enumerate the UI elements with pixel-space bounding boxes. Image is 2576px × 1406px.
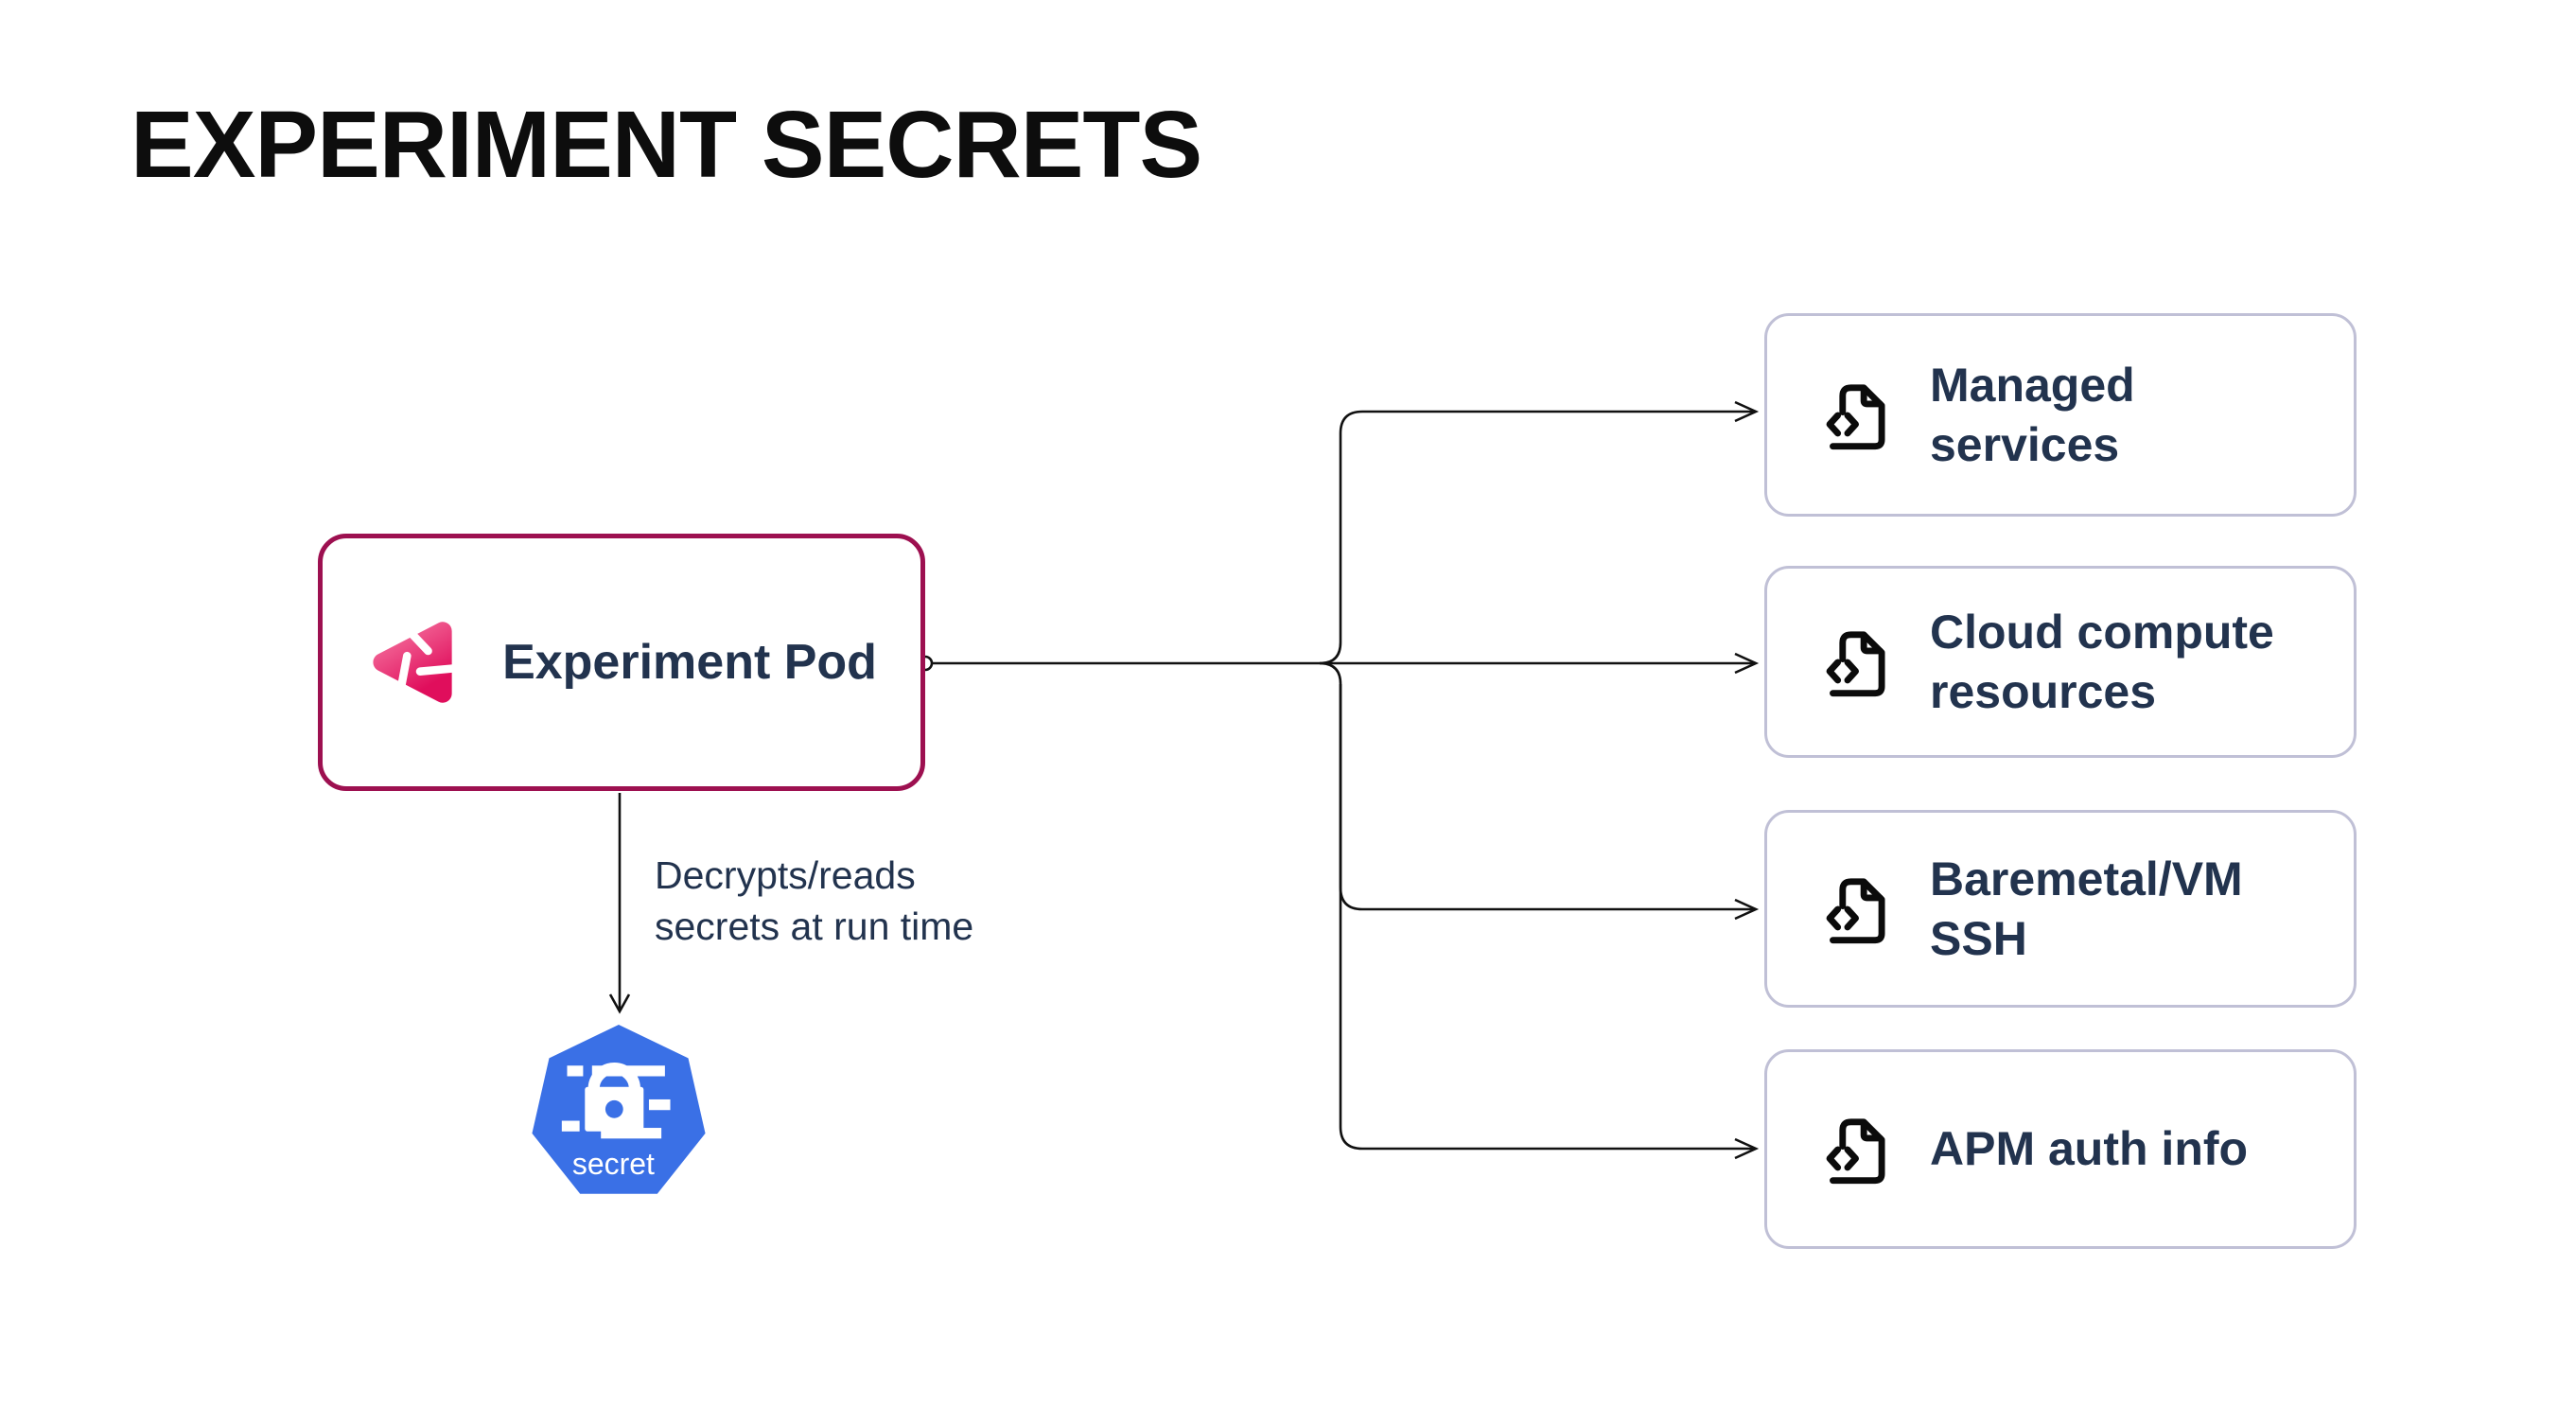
experiment-pod-node: Experiment Pod: [318, 534, 925, 791]
target-box-baremetal-vm-ssh: Baremetal/VM SSH: [1764, 810, 2357, 1008]
target-label: Managed services: [1930, 358, 2135, 471]
target-label: Baremetal/VM SSH: [1930, 852, 2243, 965]
target-box-apm-auth-info: APM auth info: [1764, 1049, 2357, 1249]
experiment-pod-label: Experiment Pod: [502, 635, 877, 690]
target-box-cloud-compute: Cloud compute resources: [1764, 566, 2357, 758]
target-box-managed-services: Managed services: [1764, 313, 2357, 517]
arrow-branch-baremetal: [1319, 661, 1760, 921]
target-label: Cloud compute resources: [1930, 605, 2274, 718]
file-code-icon: [1826, 877, 1885, 943]
arrow-branch-managed-services: [1319, 400, 1760, 665]
file-code-icon: [1826, 1117, 1885, 1184]
litmus-chaos-logo-icon: [373, 622, 460, 703]
annotation-decrypts-secrets: Decrypts/reads secrets at run time: [655, 853, 974, 949]
file-code-icon: [1826, 630, 1885, 696]
arrow-pod-to-secret: [608, 793, 631, 1014]
arrow-branch-apm: [1339, 684, 1760, 1160]
kubernetes-secret-icon: secret: [532, 1025, 706, 1194]
page-title: EXPERIMENT SECRETS: [131, 92, 1202, 198]
file-code-icon: [1826, 383, 1885, 449]
target-label: APM auth info: [1930, 1122, 2249, 1175]
secret-node-label: secret: [572, 1147, 655, 1181]
